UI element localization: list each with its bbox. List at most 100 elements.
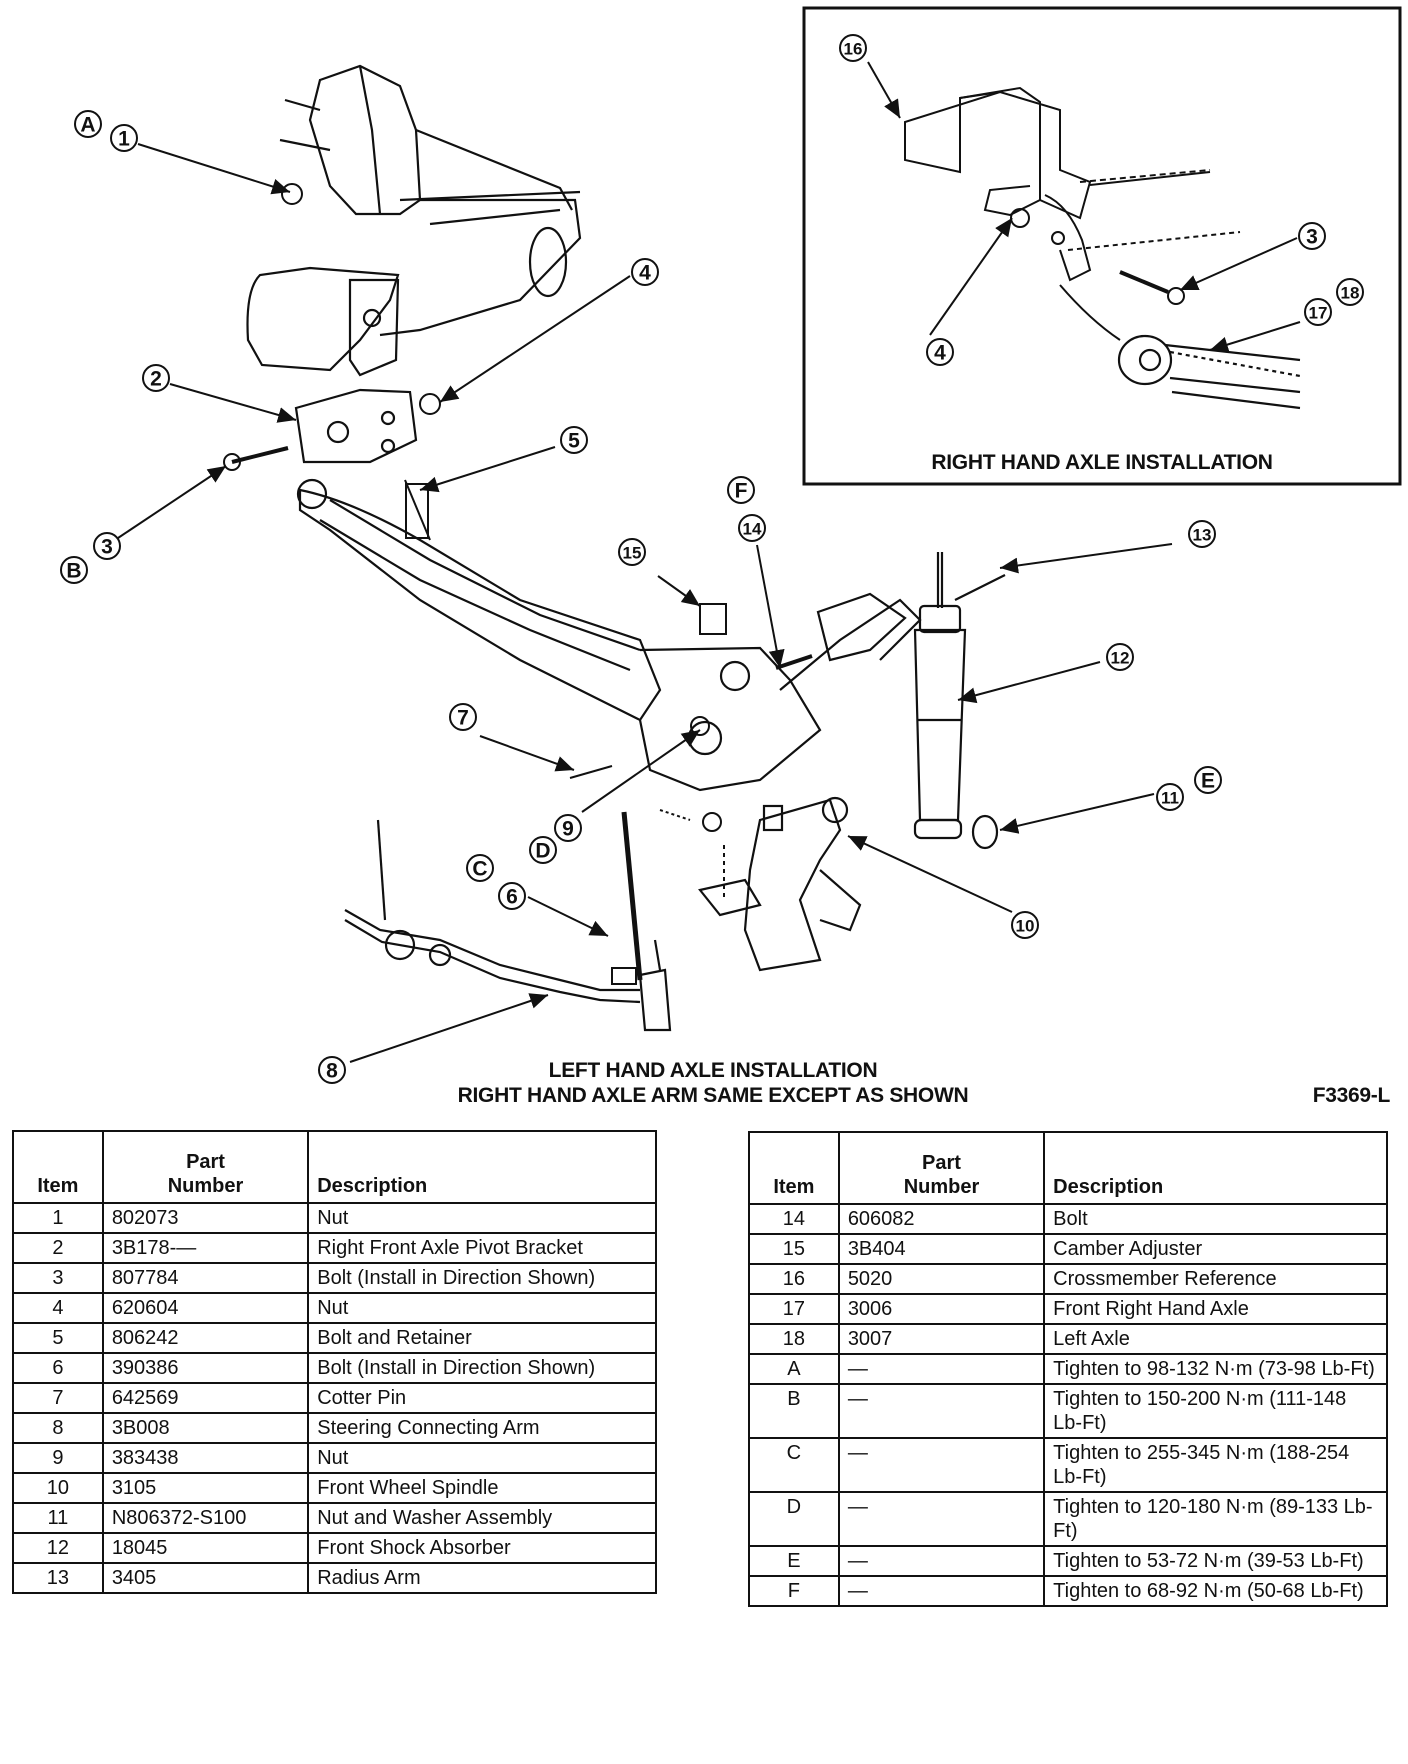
cell-part-number: —	[837, 1437, 1046, 1493]
cell-item: 10	[12, 1472, 104, 1504]
cell-item: 5	[12, 1322, 104, 1354]
cell-part-number: 3B404	[837, 1233, 1046, 1265]
callout-4-inset	[926, 338, 954, 366]
cell-item: 3	[12, 1262, 104, 1294]
cell-item: 8	[12, 1412, 104, 1444]
svg-text:8: 8	[326, 1060, 338, 1083]
cell-description: Crossmember Reference	[1043, 1263, 1388, 1295]
cell-item: 6	[12, 1352, 104, 1384]
callout-B	[60, 556, 88, 584]
callout-16	[839, 34, 867, 62]
axle-beam	[296, 478, 922, 792]
callout-A	[74, 110, 102, 138]
cell-description: Tighten to 98-132 N·m (73-98 Lb-Ft)	[1043, 1353, 1388, 1385]
cell-description: Bolt (Install in Direction Shown)	[307, 1352, 657, 1384]
cell-part-number: —	[837, 1383, 1046, 1439]
shock-absorber	[913, 552, 1006, 850]
cell-item: F	[748, 1575, 840, 1607]
cell-part-number: 5020	[837, 1263, 1046, 1295]
cell-part-number: 642569	[101, 1382, 310, 1414]
svg-text:F: F	[735, 480, 748, 503]
cell-part-number: —	[837, 1545, 1046, 1577]
callout-10	[1011, 911, 1039, 939]
cell-item: 4	[12, 1292, 104, 1324]
cell-description: Front Wheel Spindle	[307, 1472, 657, 1504]
callout-leaders	[117, 61, 1301, 1063]
header-description: Description	[307, 1130, 657, 1204]
cell-description: Right Front Axle Pivot Bracket	[307, 1232, 657, 1264]
svg-text:14: 14	[743, 520, 762, 539]
cell-description: Bolt and Retainer	[307, 1322, 657, 1354]
cell-description: Steering Connecting Arm	[307, 1412, 657, 1444]
svg-text:B: B	[66, 560, 81, 583]
cell-item: 15	[748, 1233, 840, 1265]
header-item: Item	[12, 1130, 104, 1204]
callout-17	[1304, 298, 1332, 326]
cell-part-number: 3006	[837, 1293, 1046, 1325]
main-caption-line1: LEFT HAND AXLE INSTALLATION	[549, 1059, 878, 1082]
table-row: B—Tighten to 150-200 N·m (111-148 Lb-Ft)	[748, 1383, 1388, 1439]
cell-item: E	[748, 1545, 840, 1577]
cell-item: 17	[748, 1293, 840, 1325]
callout-6	[498, 882, 526, 910]
exploded-axle-diagram: 1 A 2 3 B 4 5 F 14 15 13 12 7 11 E 9 D C…	[60, 6, 1402, 1107]
header-item: Item	[748, 1131, 840, 1205]
cell-part-number: —	[837, 1575, 1046, 1607]
cell-part-number: 3007	[837, 1323, 1046, 1355]
cell-item: A	[748, 1353, 840, 1385]
cell-item: D	[748, 1491, 840, 1547]
main-caption-line2: RIGHT HAND AXLE ARM SAME EXCEPT AS SHOWN	[458, 1084, 969, 1107]
svg-text:13: 13	[1193, 526, 1212, 545]
callout-18	[1336, 278, 1364, 306]
cell-item: C	[748, 1437, 840, 1493]
svg-text:C: C	[472, 858, 487, 881]
inset-caption: RIGHT HAND AXLE INSTALLATION	[931, 451, 1272, 474]
cell-description: Nut	[307, 1442, 657, 1474]
callout-3-inset	[1298, 222, 1326, 250]
cell-part-number: 3105	[101, 1472, 310, 1504]
cell-part-number: —	[837, 1353, 1046, 1385]
svg-text:18: 18	[1341, 284, 1360, 303]
callout-9	[554, 814, 582, 842]
svg-text:10: 10	[1016, 917, 1035, 936]
cell-description: Tighten to 53-72 N·m (39-53 Lb-Ft)	[1043, 1545, 1388, 1577]
callout-12	[1106, 643, 1134, 671]
cell-part-number: N806372-S100	[101, 1502, 310, 1534]
svg-text:A: A	[80, 114, 95, 137]
cell-item: 18	[748, 1323, 840, 1355]
cell-part-number: 620604	[101, 1292, 310, 1324]
svg-text:4: 4	[639, 262, 651, 285]
svg-text:7: 7	[457, 707, 469, 730]
callout-D	[529, 836, 557, 864]
callout-labels: 1 A 2 3 B 4 5 F 14 15 13 12 7 11 E 9 D C…	[66, 40, 1359, 1083]
svg-text:4: 4	[934, 342, 946, 365]
cell-description: Nut	[307, 1202, 657, 1234]
cell-item: 7	[12, 1382, 104, 1414]
cell-description: Cotter Pin	[307, 1382, 657, 1414]
callout-8	[318, 1056, 346, 1084]
callout-E	[1194, 766, 1222, 794]
svg-text:5: 5	[568, 430, 580, 453]
callout-C	[466, 854, 494, 882]
cell-part-number: 3B008	[101, 1412, 310, 1444]
inset-axle-arm	[1117, 334, 1301, 410]
table-row: F—Tighten to 68-92 N·m (50-68 Lb-Ft)	[748, 1575, 1388, 1607]
callout-13	[1188, 520, 1216, 548]
cell-item: 2	[12, 1232, 104, 1264]
steering-connecting-arm	[344, 819, 672, 1032]
